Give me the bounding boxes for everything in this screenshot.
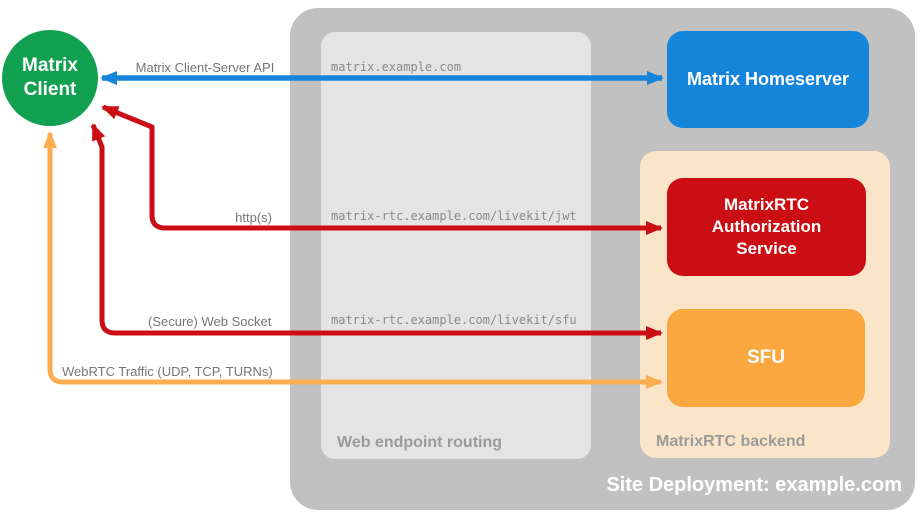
matrixrtc-authorization-service-label: MatrixRTC Authorization Service <box>711 194 822 259</box>
https-arrow-label: http(s) <box>235 210 272 225</box>
matrixrtc-backend-label: MatrixRTC backend <box>656 433 806 450</box>
web-endpoint-routing-zone: Web endpoint routing <box>321 32 591 459</box>
matrixrtc-authorization-service-node: MatrixRTC Authorization Service <box>667 178 866 276</box>
matrix-homeserver-label: Matrix Homeserver <box>686 68 850 89</box>
matrix-client-label: Matrix Client <box>22 55 78 100</box>
matrix-client-node: Matrix Client <box>2 30 98 126</box>
websocket-arrow-label: (Secure) Web Socket <box>148 314 272 329</box>
sfu-node: SFU <box>667 309 865 407</box>
endpoint-matrix-example-com: matrix.example.com <box>331 60 462 74</box>
site-deployment-title: Site Deployment: example.com <box>606 474 902 496</box>
webrtc-traffic-arrow-label: WebRTC Traffic (UDP, TCP, TURNs) <box>62 364 273 379</box>
endpoint-livekit-jwt: matrix-rtc.example.com/livekit/jwt <box>331 209 577 223</box>
sfu-label: SFU <box>747 346 785 368</box>
matrix-homeserver-node: Matrix Homeserver <box>667 31 869 128</box>
endpoint-livekit-sfu: matrix-rtc.example.com/livekit/sfu <box>331 313 577 327</box>
client-server-api-arrow-label: Matrix Client-Server API <box>135 60 275 75</box>
web-endpoint-routing-label: Web endpoint routing <box>337 434 503 451</box>
